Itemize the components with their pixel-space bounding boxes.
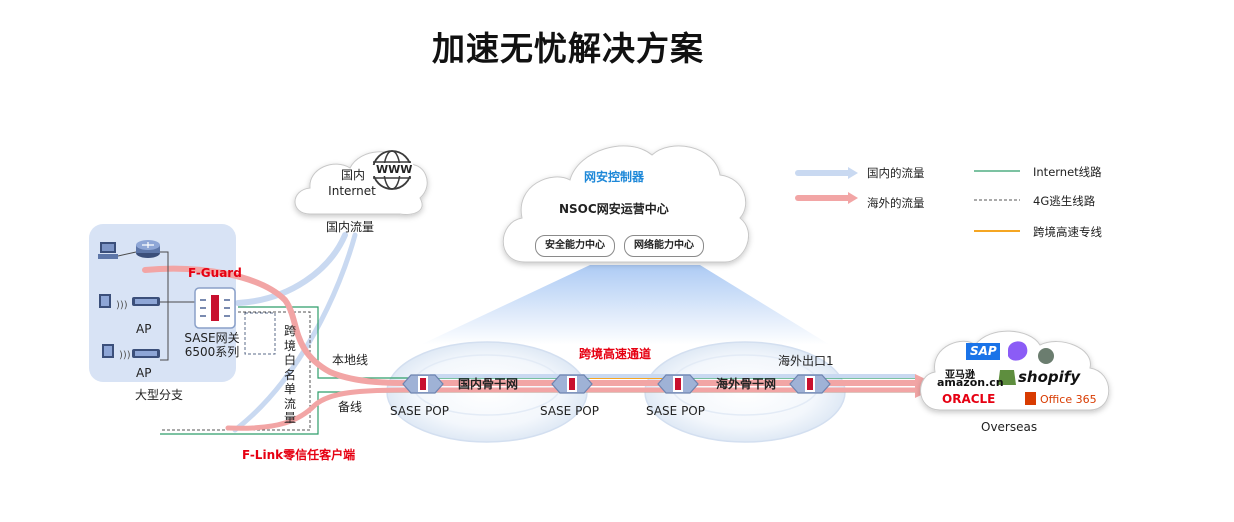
branch-bus (160, 251, 169, 361)
amazon-cn-logo-text: 亚马逊 (945, 370, 975, 381)
branch-panel (89, 224, 236, 382)
pop-device-2 (551, 374, 593, 394)
office-icon (1025, 392, 1036, 405)
controller-title: 网安控制器 (584, 170, 645, 184)
flink-label: F-Link零信任客户端 (242, 448, 356, 462)
legend-domestic-arrowhead (848, 167, 858, 179)
controller-beam (420, 265, 830, 345)
www-label: WWW (375, 163, 414, 177)
overseas-backbone-label: 海外骨干网 (716, 377, 777, 391)
overseas-caption: Overseas (981, 420, 1038, 434)
switch-icon (136, 240, 160, 258)
sap-logo-text: SAP (970, 344, 997, 358)
openai-logo (1038, 348, 1054, 364)
domestic-backbone-label: 国内骨干网 (458, 377, 519, 391)
ap-label-1: AP (136, 322, 152, 336)
crossborder-channel-label: 跨境高速通道 (579, 347, 652, 361)
internet-cloud-label-1: 国内 (340, 168, 365, 182)
wifi-glyph-1: ))) (116, 300, 128, 311)
domestic-flow-path (235, 232, 348, 306)
legend-overseas-arrowhead (848, 192, 858, 204)
controller-cloud (502, 145, 750, 263)
whitelist-box (244, 312, 276, 355)
nsoc-label: NSOC网安运营中心 (559, 202, 669, 216)
sap-logo (966, 343, 1000, 360)
shopify-logo-text: shopify (1018, 368, 1081, 386)
pop-label-2: SASE POP (540, 404, 599, 418)
fguard-label: F-Guard (188, 266, 242, 280)
pop-device-3 (657, 374, 699, 394)
overseas-exit-label: 海外出口1 (778, 354, 834, 368)
pc-icon (98, 242, 118, 259)
pop-device-4 (789, 374, 831, 394)
oracle-logo-text: ORACLE (942, 392, 996, 406)
page-title: 加速无忧解决方案 (432, 29, 704, 68)
gateway-label-2: 6500系列 (184, 345, 240, 359)
legend-domestic-label: 国内的流量 (867, 166, 925, 180)
legend-crossborder-label: 跨境高速专线 (1033, 225, 1102, 239)
branch-caption: 大型分支 (135, 388, 184, 402)
domestic-traffic-caption: 国内流量 (326, 220, 375, 234)
overseas-flow-path (142, 265, 923, 387)
copilot-logo (1008, 341, 1028, 361)
backup-line-label: 备线 (338, 400, 363, 414)
gateway-label-1: SASE网关 (184, 331, 240, 345)
shopify-bag-icon (998, 370, 1016, 385)
whitelist-vertical-label: 跨境白名单流量 (283, 324, 296, 425)
legend-overseas-label: 海外的流量 (867, 196, 925, 210)
pop-device-1 (402, 374, 444, 394)
legend-internet-label: Internet线路 (1033, 165, 1102, 179)
office-logo-text: Office 365 (1040, 393, 1097, 406)
legend-fourg-label: 4G逃生线路 (1033, 194, 1096, 208)
network-center-pill: 网络能力中心 (624, 235, 704, 257)
pc-switch-link (117, 251, 137, 257)
wifi-glyph-2: ))) (119, 350, 131, 361)
security-center-pill: 安全能力中心 (535, 235, 615, 257)
laptop-icon-2 (102, 344, 114, 358)
ap-label-2: AP (136, 366, 152, 380)
amazon-logo-text: amazon.cn (937, 376, 1004, 389)
ap-device-1-ports (135, 299, 157, 304)
ap-device-2-ports (135, 351, 157, 356)
local-line-label: 本地线 (332, 353, 369, 367)
laptop-icon (99, 294, 111, 308)
domestic-flow-path-2 (232, 232, 358, 433)
pop-label-1: SASE POP (390, 404, 449, 418)
internet-cloud-label-2: Internet (328, 184, 376, 198)
sase-gateway-icon (194, 287, 236, 329)
pop-label-3: SASE POP (646, 404, 705, 418)
overseas-flow-path-2 (225, 387, 923, 431)
